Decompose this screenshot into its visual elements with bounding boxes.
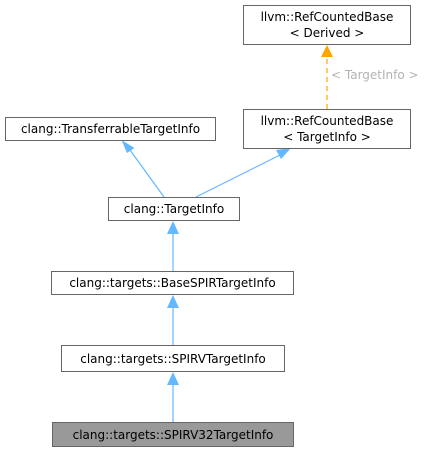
edge-targetinfo-to-transferrable: [129, 149, 165, 198]
node-spirv32targetinfo-label: clang::targets::SPIRV32TargetInfo: [72, 427, 274, 442]
template-argument-label: < TargetInfo >: [331, 68, 419, 82]
node-refcountedbase-targetinfo-line1: llvm::RefCountedBase: [260, 114, 394, 128]
edge-spirv-to-basespir-arrowhead: [167, 295, 179, 308]
node-basespirtargetinfo[interactable]: clang::targets::BaseSPIRTargetInfo: [51, 271, 294, 295]
edge-basespir-to-targetinfo-arrowhead: [167, 221, 179, 234]
node-refcountedbase-targetinfo[interactable]: llvm::RefCountedBase < TargetInfo >: [243, 109, 411, 149]
node-targetinfo-label: clang::TargetInfo: [123, 202, 225, 216]
edge-template-instantiation-arrowhead: [321, 45, 333, 57]
edge-targetinfo-to-refcounted: [195, 154, 281, 198]
edge-spirv32-to-spirv-arrowhead: [167, 372, 179, 385]
node-spirvtargetinfo-label: clang::targets::SPIRVTargetInfo: [80, 351, 266, 366]
edge-targetinfo-to-refcounted-arrowhead: [276, 148, 291, 159]
node-refcountedbase-derived[interactable]: llvm::RefCountedBase < Derived >: [243, 5, 411, 45]
node-transferrabletargetinfo[interactable]: clang::TransferrableTargetInfo: [5, 117, 216, 141]
node-refcountedbase-targetinfo-line2: < TargetInfo >: [283, 130, 371, 144]
node-transferrabletargetinfo-label: clang::TransferrableTargetInfo: [20, 122, 201, 136]
edge-targetinfo-to-transferrable-arrowhead: [121, 140, 135, 153]
node-spirv32targetinfo: clang::targets::SPIRV32TargetInfo: [52, 422, 294, 447]
node-refcountedbase-derived-line2: < Derived >: [289, 26, 365, 40]
node-basespirtargetinfo-label: clang::targets::BaseSPIRTargetInfo: [69, 276, 276, 290]
node-targetinfo[interactable]: clang::TargetInfo: [108, 197, 240, 221]
node-refcountedbase-derived-line1: llvm::RefCountedBase: [260, 10, 394, 24]
node-spirvtargetinfo[interactable]: clang::targets::SPIRVTargetInfo: [61, 345, 285, 372]
